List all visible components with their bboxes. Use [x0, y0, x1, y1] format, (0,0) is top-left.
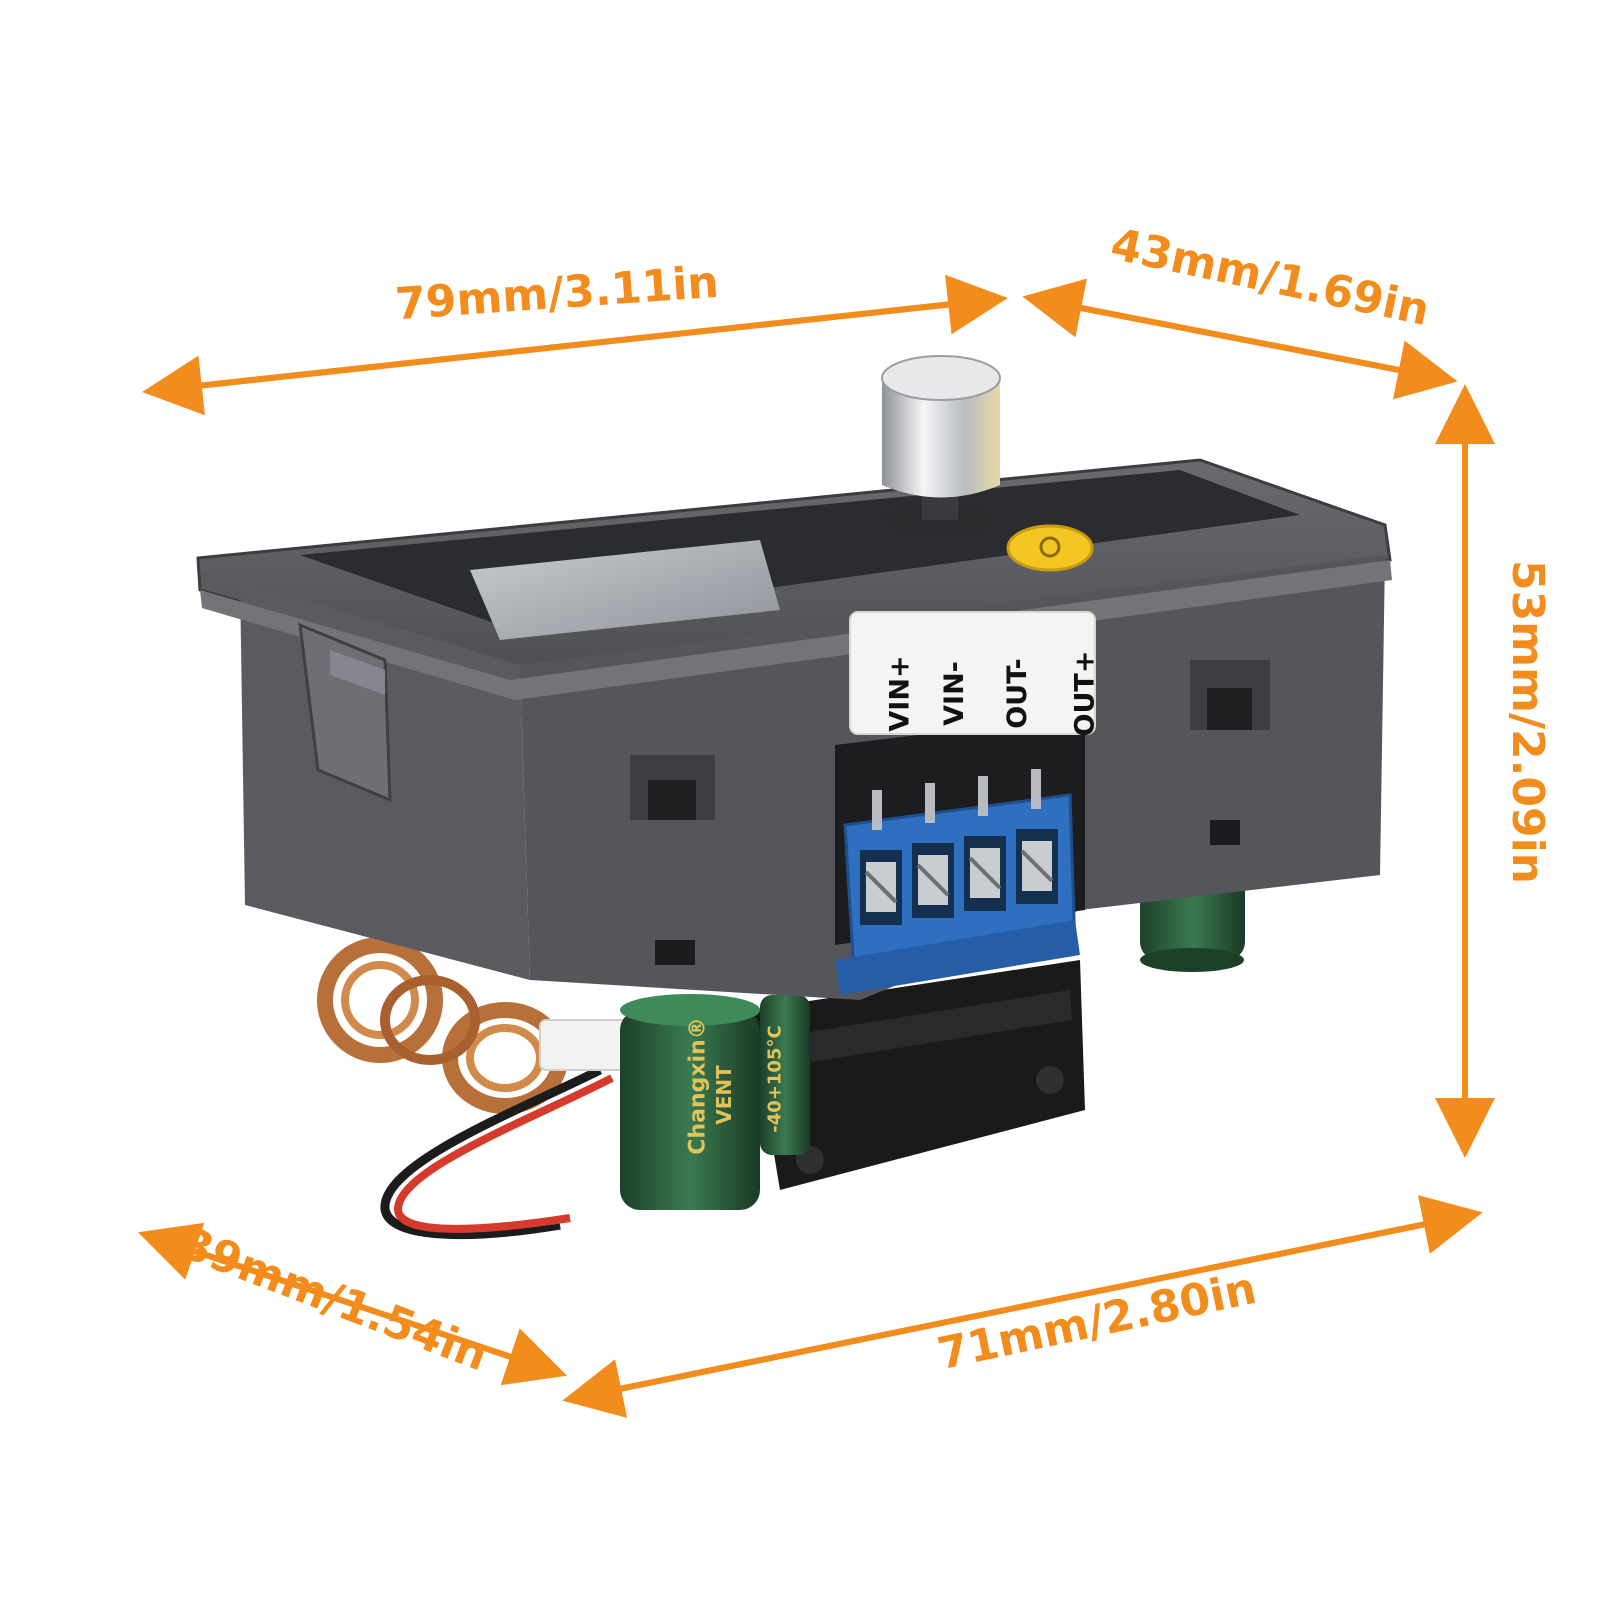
capacitor-front	[620, 994, 810, 1210]
label-height: 53mm/2.09in	[1501, 560, 1553, 884]
arrow-bottom-width-end	[579, 1195, 1483, 1400]
rotary-knob	[881, 355, 1001, 536]
capacitor-temp: -40+105°C	[764, 1025, 786, 1133]
terminal-screw-4	[1016, 829, 1058, 904]
power-icon	[1039, 536, 1061, 558]
capacitor-brand: Changxin®	[685, 1017, 711, 1155]
terminal-label-out-minus: OUT-	[1001, 658, 1033, 729]
terminal-screw-1	[860, 850, 902, 925]
housing	[196, 458, 1392, 1000]
cooling-fan	[750, 960, 1085, 1190]
terminal-label-strip	[849, 611, 1096, 735]
terminal-screw-2	[912, 843, 954, 918]
lcd-screen	[470, 540, 780, 640]
terminal-label-vin-plus: VIN+	[884, 655, 916, 732]
power-button	[1006, 524, 1094, 572]
arrow-top-width-end	[159, 274, 1008, 393]
arrow-top-depth-end	[1039, 297, 1458, 400]
terminal-label-vin-minus: VIN-	[938, 661, 970, 726]
arrow-bottom-depth-end	[154, 1235, 568, 1386]
terminal-block	[835, 769, 1080, 995]
dimension-arrows	[137, 274, 1495, 1418]
fan-wires	[380, 1019, 631, 1240]
terminal-label-out-plus: OUT+	[1069, 650, 1101, 737]
capacitor-vent: VENT	[711, 1065, 736, 1125]
terminal-screw-3	[964, 836, 1006, 911]
